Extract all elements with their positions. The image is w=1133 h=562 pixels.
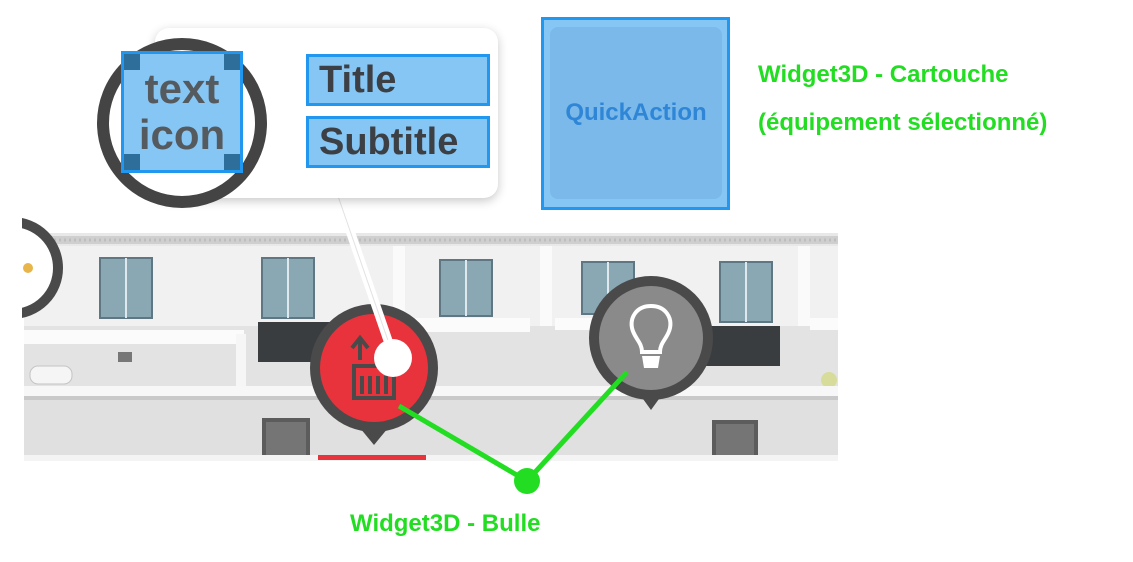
cartouche-title: Title [306, 54, 490, 106]
lightbulb-icon [629, 303, 673, 354]
text-icon-slot: text icon [121, 51, 243, 173]
cartouche-subtitle: Subtitle [306, 116, 490, 168]
corner-mark [124, 54, 140, 70]
icon-text-line1: text [144, 65, 220, 112]
lightbulb-bubble[interactable] [588, 272, 718, 422]
cartouche-label-line2: (équipement sélectionné) [758, 109, 1048, 136]
corner-mark [224, 154, 240, 170]
quickaction-button[interactable]: QuickAction [550, 27, 722, 199]
bulle-label: Widget3D - Bulle [350, 510, 541, 537]
icon-text-line2: icon [138, 111, 226, 158]
selected-bubble[interactable] [300, 300, 450, 450]
meter-upload-icon [350, 334, 396, 400]
corner-mark [224, 54, 240, 70]
corner-mark [124, 154, 140, 170]
cartouche-label-line1: Widget3D - Cartouche [758, 61, 1009, 88]
